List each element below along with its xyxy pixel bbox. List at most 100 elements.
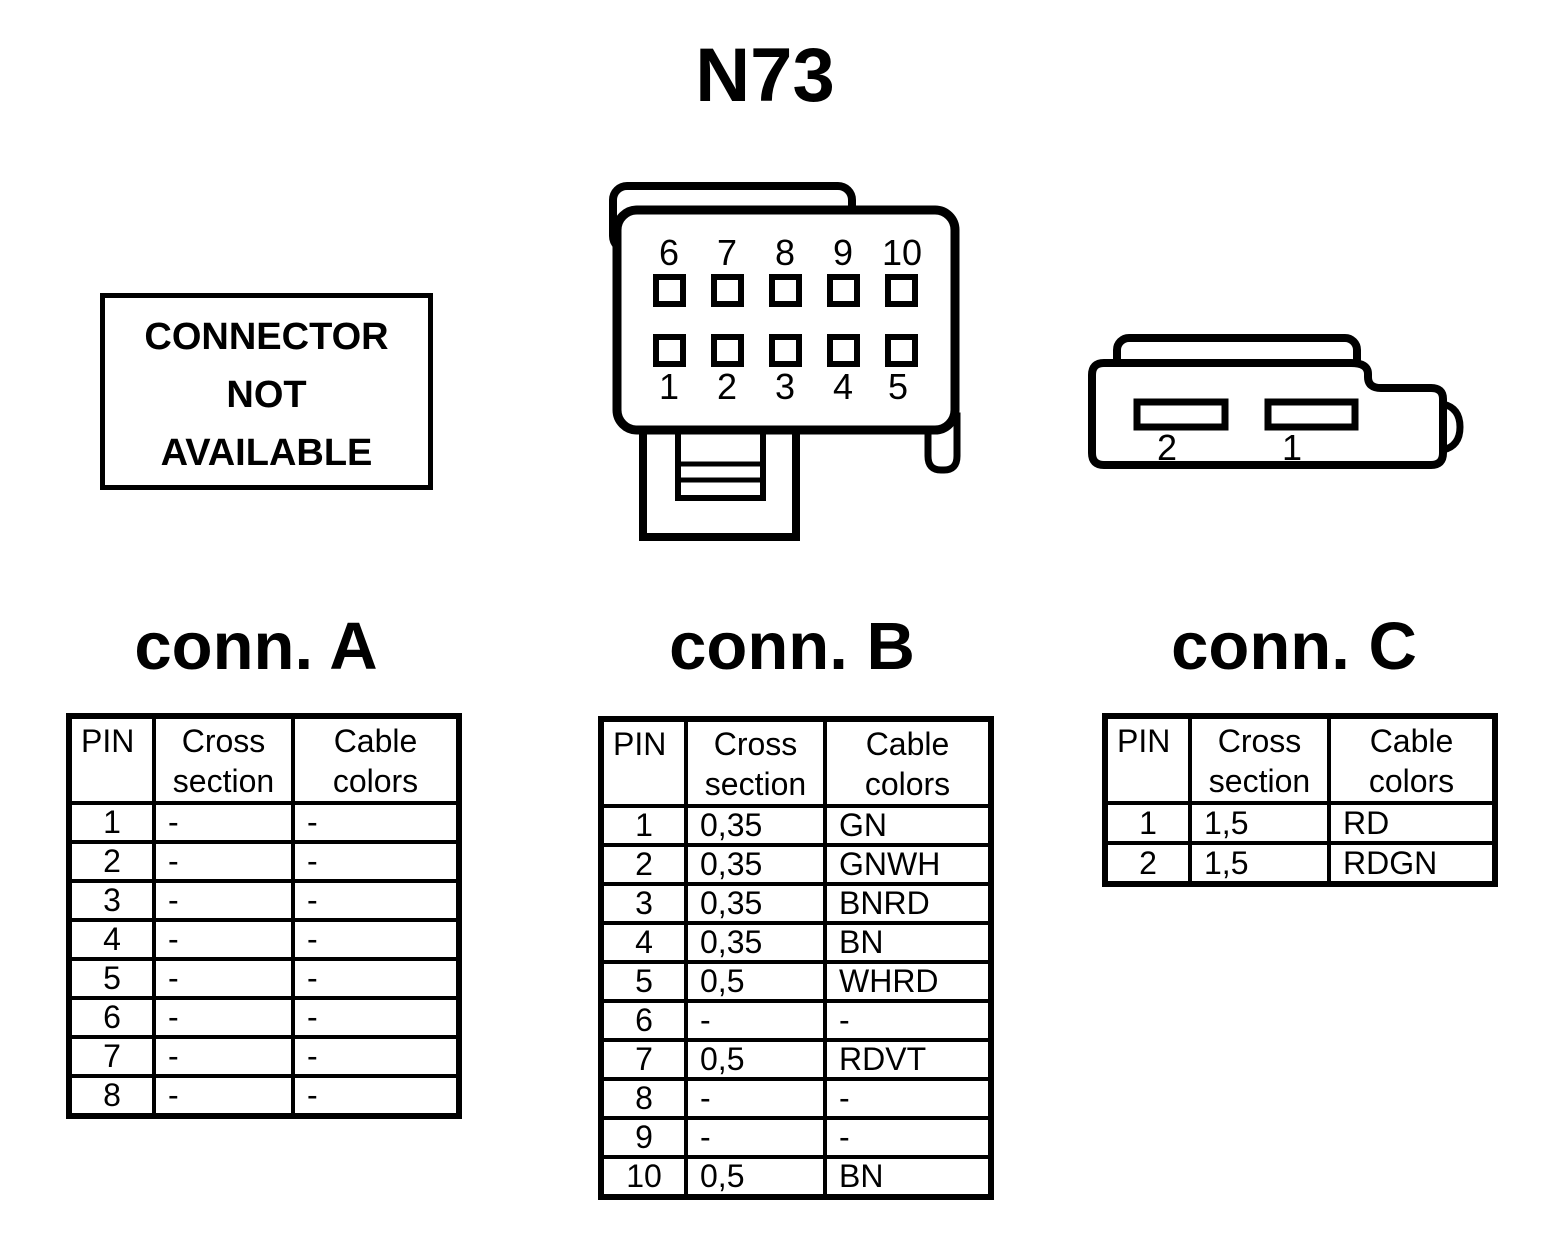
column-header-cross-section: Cross section — [152, 714, 295, 805]
connector-b-body — [612, 205, 960, 435]
pin-cell: 9 — [599, 1116, 688, 1159]
pin-cell: 3 — [67, 879, 156, 922]
table-row: 6-- — [67, 996, 461, 1039]
cable-color-cell: - — [291, 1074, 461, 1118]
column-header-cross-section: Cross section — [684, 717, 827, 808]
pin-label-1: 1 — [1282, 427, 1302, 468]
cross-section-cell: - — [152, 918, 295, 961]
cable-color-cell: - — [823, 1077, 993, 1120]
pin-socket-7 — [711, 274, 744, 307]
pin-cell: 1 — [67, 801, 156, 844]
connector-not-available-box: CONNECTOR NOT AVAILABLE — [100, 293, 433, 490]
pin-socket-6 — [653, 274, 686, 307]
pin-cell: 6 — [67, 996, 156, 1039]
table-row: 8-- — [599, 1077, 993, 1120]
cross-section-cell: - — [152, 1074, 295, 1118]
column-header-pin: PIN — [599, 717, 688, 808]
cable-color-cell: GNWH — [823, 843, 993, 886]
cross-section-cell: - — [684, 999, 827, 1042]
cross-section-cell: 1,5 — [1188, 801, 1331, 845]
cable-color-cell: - — [291, 840, 461, 883]
connector-c-side-bump — [1441, 400, 1464, 454]
pin-socket-9 — [827, 274, 860, 307]
column-header-cable-colors: Cable colors — [291, 714, 461, 805]
na-line-1: CONNECTOR — [144, 316, 389, 358]
pin-cell: 7 — [67, 1035, 156, 1078]
cable-color-cell: - — [291, 1035, 461, 1078]
cross-section-cell: - — [152, 957, 295, 1000]
cable-color-cell: GN — [823, 804, 993, 847]
pin-label-5: 5 — [888, 366, 908, 407]
connector-c-drawing: 2 1 — [1088, 334, 1464, 469]
conn-a-table: PIN Cross section Cable colors 1-- 2-- 3… — [66, 713, 462, 1119]
cable-color-cell: - — [291, 918, 461, 961]
table-row: 6-- — [599, 999, 993, 1042]
pin-socket-10 — [885, 274, 918, 307]
pin-label-3: 3 — [775, 366, 795, 407]
cable-color-cell: - — [291, 996, 461, 1039]
cross-section-cell: - — [152, 879, 295, 922]
column-header-pin: PIN — [1103, 714, 1192, 805]
pin-label-7: 7 — [717, 232, 737, 273]
cable-color-cell: BN — [823, 921, 993, 964]
pin-label-4: 4 — [833, 366, 853, 407]
cable-color-cell: WHRD — [823, 960, 993, 1003]
cable-color-cell: RDGN — [1327, 841, 1497, 886]
conn-a-title: conn. A — [134, 609, 378, 684]
table-row: 8-- — [67, 1074, 461, 1118]
header-row: PIN Cross section Cable colors — [1103, 714, 1497, 805]
cable-color-cell: RDVT — [823, 1038, 993, 1081]
conn-b-title: conn. B — [669, 609, 915, 684]
pin-cell: 5 — [67, 957, 156, 1000]
page-title: N73 — [695, 33, 835, 118]
cable-color-cell: - — [823, 1116, 993, 1159]
pin-label-2: 2 — [717, 366, 737, 407]
pin-socket-2 — [711, 334, 744, 367]
pin-socket-5 — [885, 334, 918, 367]
pin-cell: 1 — [1103, 801, 1192, 845]
table-row: 3-- — [67, 879, 461, 922]
cross-section-cell: 0,5 — [684, 960, 827, 1003]
table-row: 4-- — [67, 918, 461, 961]
pin-cell: 8 — [599, 1077, 688, 1120]
table-row: 2-- — [67, 840, 461, 883]
cross-section-cell: 0,5 — [684, 1155, 827, 1199]
pin-slot-2 — [1133, 398, 1229, 431]
pin-cell: 5 — [599, 960, 688, 1003]
table-row: 1-- — [67, 801, 461, 844]
pin-cell: 10 — [599, 1155, 688, 1199]
pin-label-9: 9 — [833, 232, 853, 273]
pin-socket-3 — [769, 334, 802, 367]
cross-section-cell: - — [152, 840, 295, 883]
cable-color-cell: RD — [1327, 801, 1497, 845]
cross-section-cell: 1,5 — [1188, 841, 1331, 886]
header-row: PIN Cross section Cable colors — [599, 717, 993, 808]
table-row: 7-- — [67, 1035, 461, 1078]
cable-color-cell: BNRD — [823, 882, 993, 925]
cable-color-cell: - — [291, 957, 461, 1000]
cross-section-cell: - — [152, 1035, 295, 1078]
pin-cell: 3 — [599, 882, 688, 925]
pin-label-1: 1 — [659, 366, 679, 407]
pin-cell: 2 — [1103, 841, 1192, 886]
cable-color-cell: - — [823, 999, 993, 1042]
cable-color-cell: BN — [823, 1155, 993, 1199]
cross-section-cell: - — [684, 1077, 827, 1120]
cable-color-cell: - — [291, 879, 461, 922]
pin-cell: 4 — [67, 918, 156, 961]
column-header-cross-section: Cross section — [1188, 714, 1331, 805]
cross-section-cell: 0,35 — [684, 804, 827, 847]
pin-cell: 2 — [599, 843, 688, 886]
conn-c-title: conn. C — [1171, 609, 1417, 684]
pin-cell: 6 — [599, 999, 688, 1042]
pin-label-6: 6 — [659, 232, 679, 273]
